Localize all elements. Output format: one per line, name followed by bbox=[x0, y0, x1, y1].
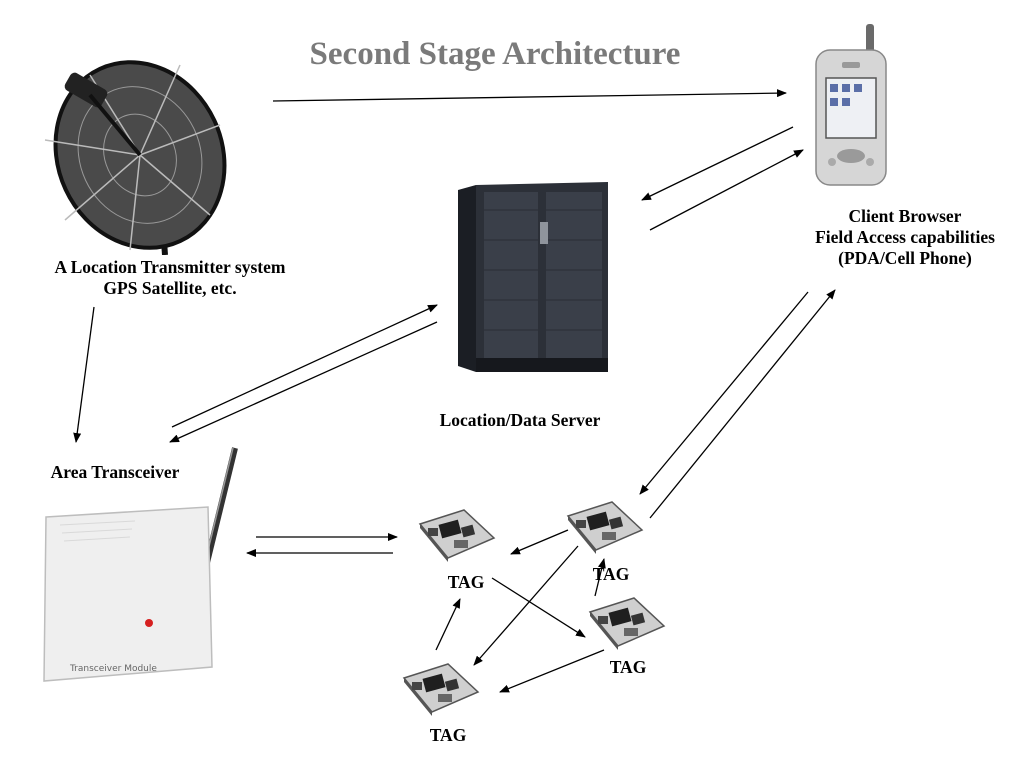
pda-phone-icon bbox=[810, 22, 890, 187]
transceiver-module-icon: Transceiver Module bbox=[40, 445, 245, 685]
arrow bbox=[649, 289, 836, 519]
server-label: Location/Data Server bbox=[439, 410, 601, 430]
transceiver-label: Area Transceiver bbox=[50, 462, 180, 482]
arrow bbox=[649, 149, 804, 231]
arrow bbox=[499, 649, 605, 693]
tag-board-icon bbox=[562, 500, 646, 556]
tag-label: TAG bbox=[429, 725, 467, 745]
arrow bbox=[272, 89, 787, 102]
arrow bbox=[435, 598, 461, 651]
tag-board-icon bbox=[584, 596, 668, 652]
arrow bbox=[491, 577, 586, 638]
transmitter-label: A Location Transmitter system GPS Satell… bbox=[54, 257, 286, 298]
arrow bbox=[594, 558, 606, 597]
arrow bbox=[510, 529, 569, 555]
arrow bbox=[639, 291, 809, 495]
client-label: Client Browser Field Access capabilities… bbox=[815, 206, 995, 268]
tag-board-icon bbox=[414, 508, 498, 564]
server-cabinet-icon bbox=[458, 180, 618, 375]
arrow bbox=[73, 306, 95, 443]
arrow bbox=[171, 304, 438, 428]
tag-label: TAG bbox=[609, 657, 647, 677]
transceiver-module-text: Transceiver Module bbox=[69, 664, 157, 674]
tag-label: TAG bbox=[447, 572, 485, 592]
arrow bbox=[169, 321, 438, 443]
diagram-title: Second Stage Architecture bbox=[309, 36, 681, 72]
satellite-dish-icon bbox=[30, 55, 230, 256]
arrow bbox=[641, 126, 794, 201]
arrow bbox=[473, 545, 579, 666]
tag-board-icon bbox=[398, 662, 482, 718]
